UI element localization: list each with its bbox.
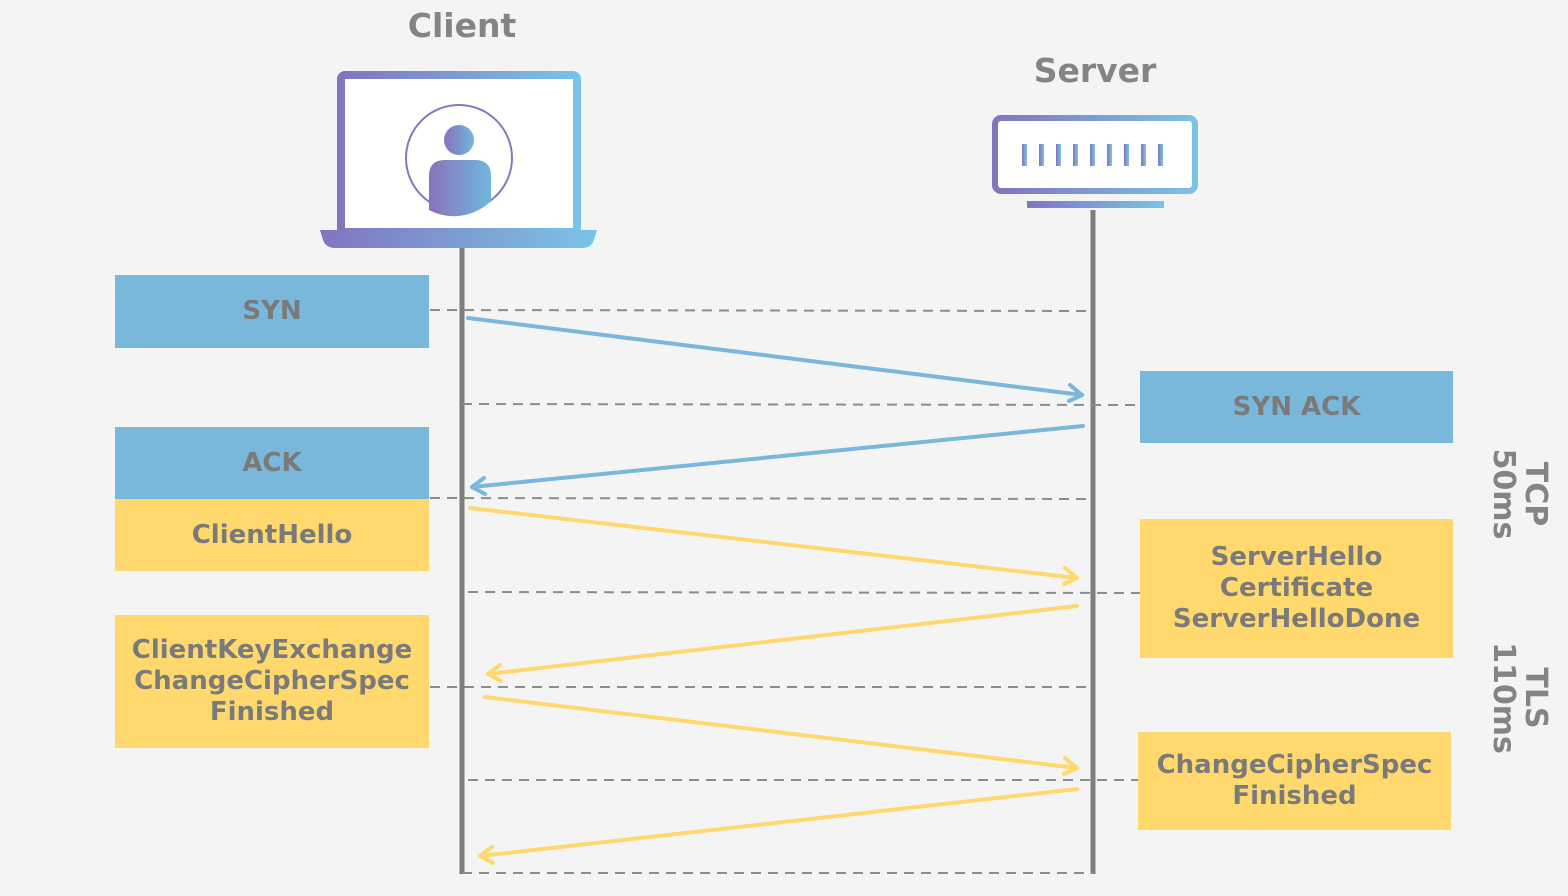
server-hello-text: ServerHello [1210, 542, 1383, 572]
server-change-cipher-text: ChangeCipherSpec [1156, 750, 1433, 780]
client-hello-box: ClientHello [115, 499, 429, 571]
server-label: Server [1033, 51, 1157, 90]
client-key-exchange-text: ClientKeyExchange [131, 635, 413, 665]
server-finished-text: Finished [1232, 781, 1357, 811]
ack-text: ACK [242, 447, 302, 478]
client-key-box: ClientKeyExchange ChangeCipherSpec Finis… [115, 615, 429, 748]
client-label: Client [407, 6, 517, 45]
tcp-name: TCP [1518, 461, 1553, 527]
arrow-syn [466, 316, 1084, 403]
dashed-guides [429, 309, 1141, 874]
arrow-server-finished [478, 787, 1079, 865]
tls-name: TLS [1518, 667, 1553, 729]
server-hello-box: ServerHello Certificate ServerHelloDone [1140, 519, 1453, 658]
syn-ack-text: SYN ACK [1232, 391, 1361, 422]
arrow-client-key [483, 695, 1079, 776]
client-hello-text: ClientHello [191, 519, 353, 550]
arrow-client-hello [468, 506, 1079, 586]
server-finished-box: ChangeCipherSpec Finished [1138, 732, 1451, 830]
tls-phase-label: TLS 110ms [1486, 635, 1553, 761]
client-change-cipher-text: ChangeCipherSpec [134, 666, 410, 696]
arrow-server-hello [486, 604, 1079, 683]
tcp-phase-label: TCP 50ms [1486, 439, 1553, 549]
server-icon [992, 115, 1198, 208]
ack-box: ACK [115, 427, 429, 499]
tls-duration: 110ms [1486, 642, 1521, 754]
tcp-duration: 50ms [1486, 448, 1521, 540]
syn-box: SYN [115, 275, 429, 348]
laptop-user-icon [320, 71, 597, 248]
arrow-syn-ack [470, 424, 1085, 496]
certificate-text: Certificate [1219, 573, 1374, 603]
syn-ack-box: SYN ACK [1140, 371, 1453, 443]
client-finished-text: Finished [209, 697, 335, 727]
server-hello-done-text: ServerHelloDone [1172, 604, 1421, 634]
syn-text: SYN [242, 296, 302, 326]
